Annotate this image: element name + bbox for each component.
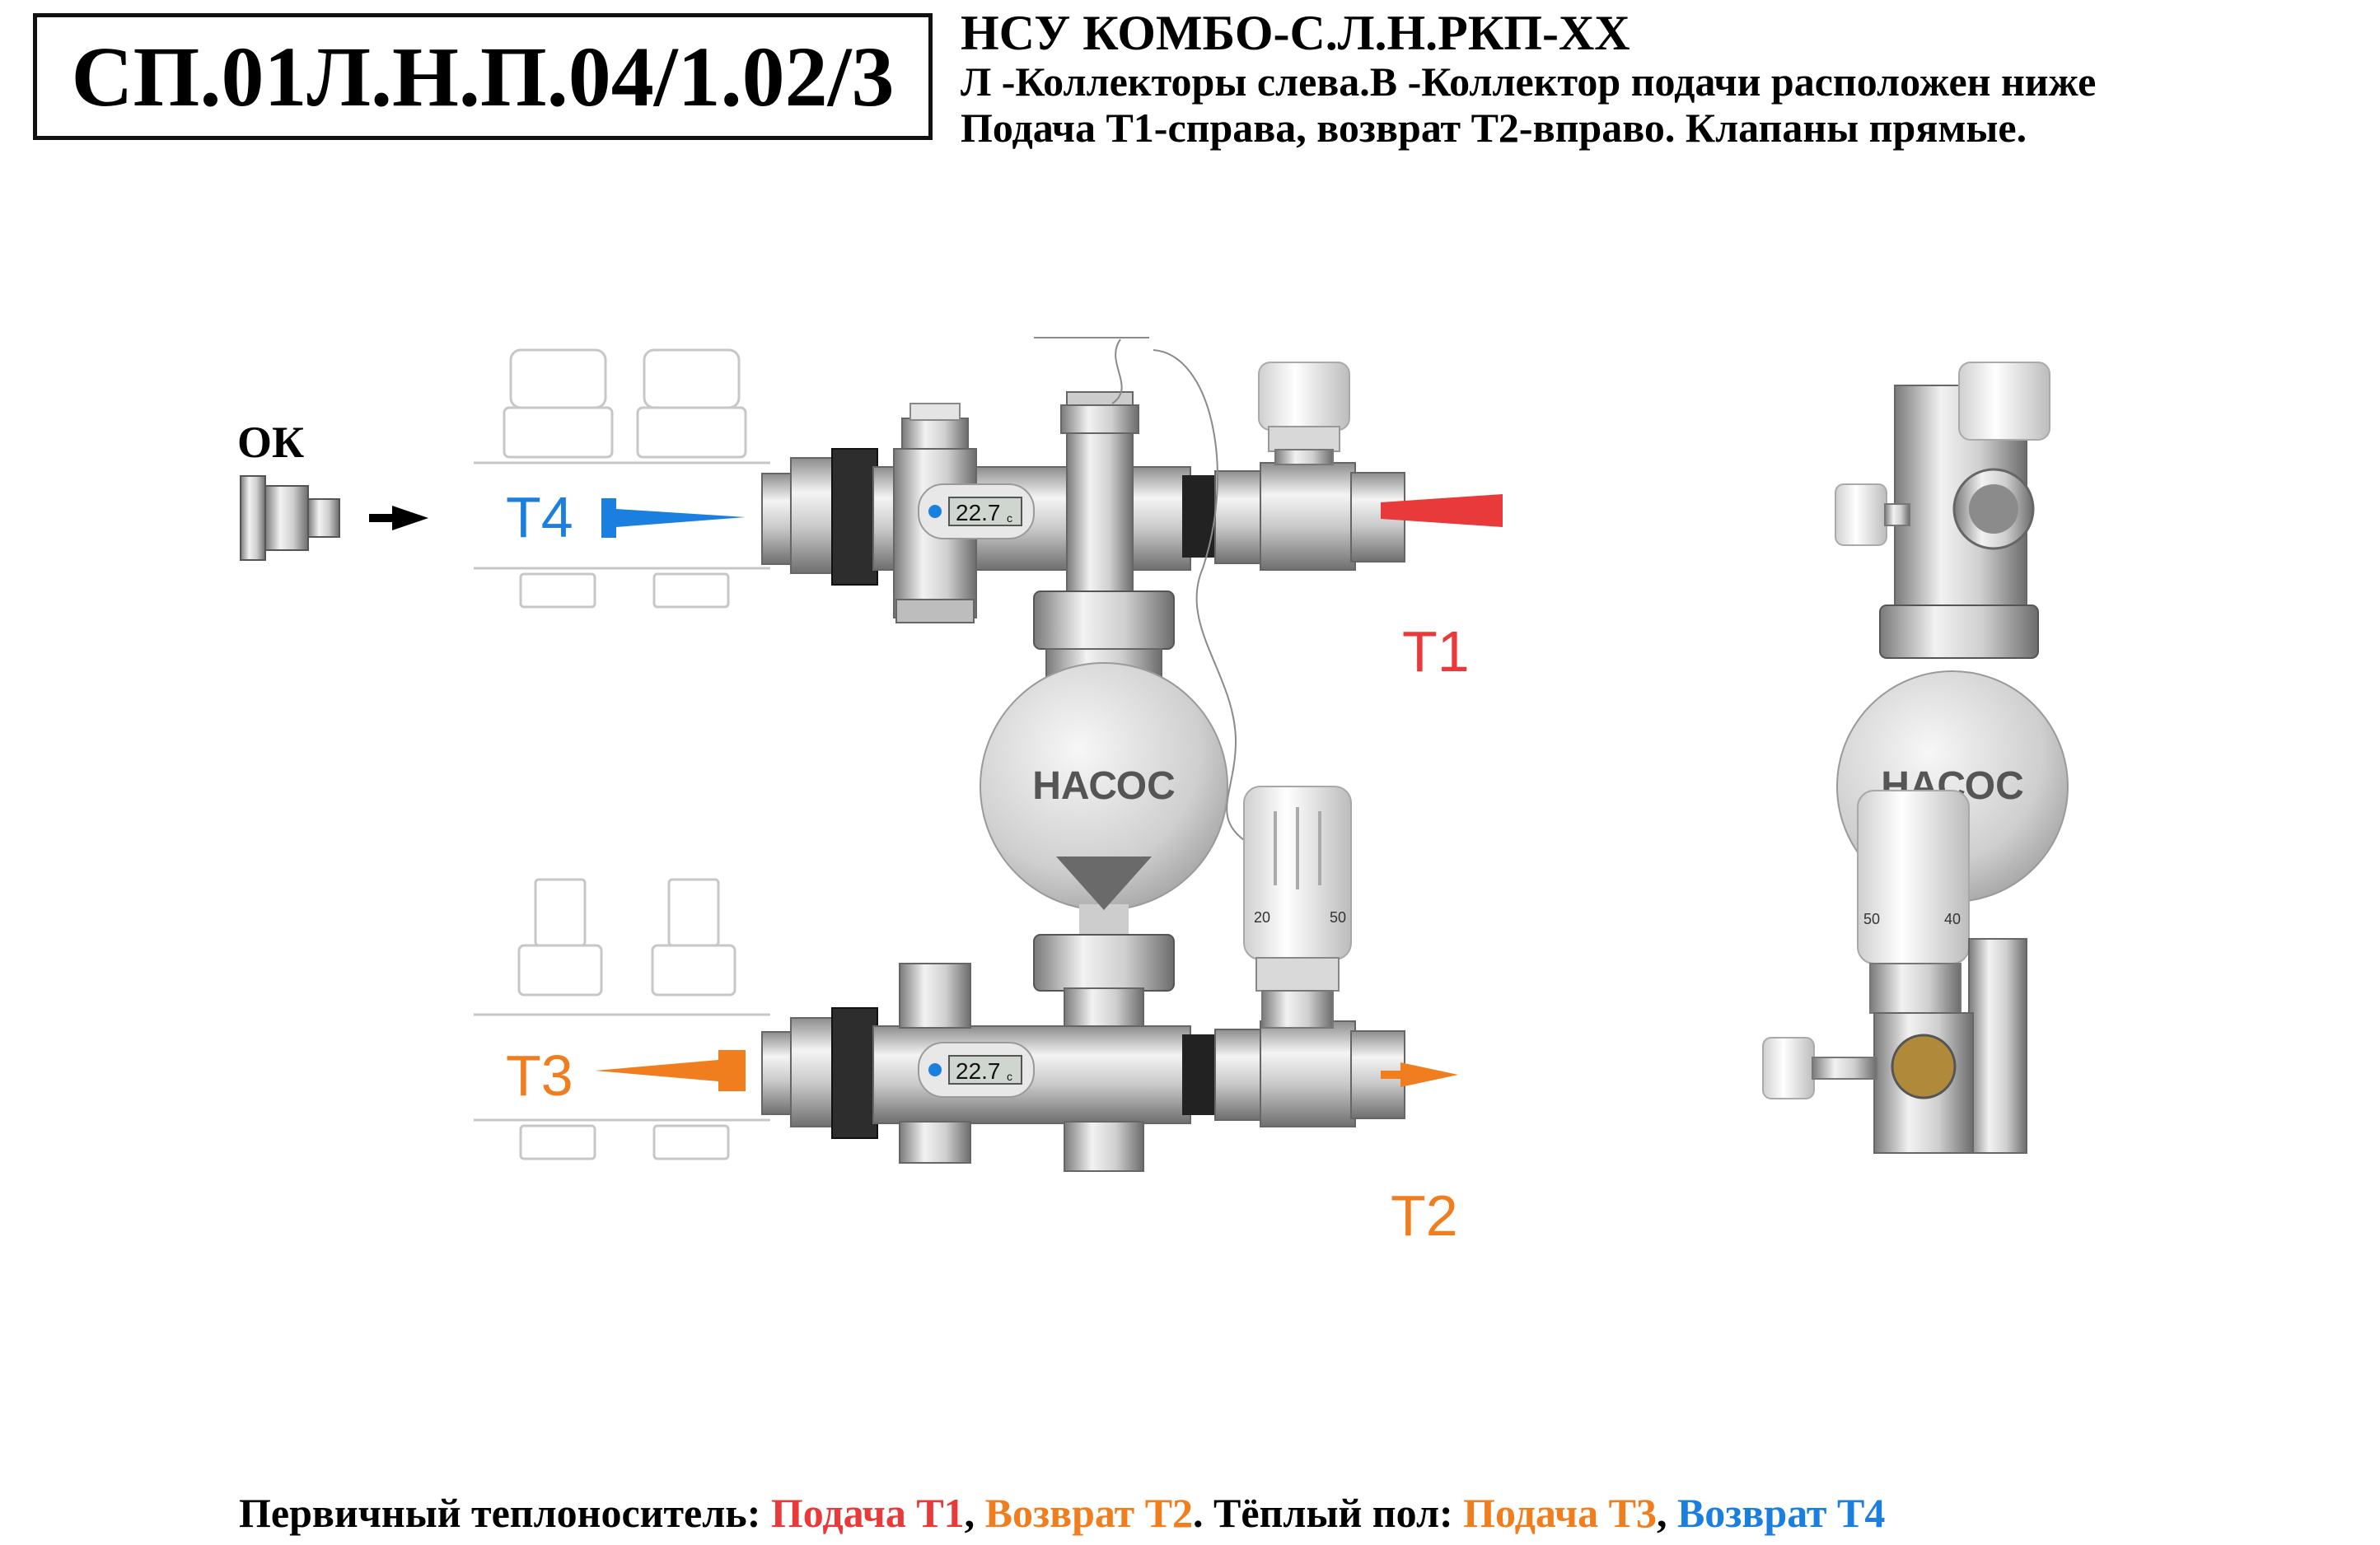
valve-scale-low: 20 — [1254, 909, 1270, 926]
ok-arrow — [369, 506, 428, 530]
t1-arrow — [1381, 494, 1503, 527]
t3-arrow — [595, 1050, 746, 1091]
t2-arrow — [1381, 1062, 1458, 1087]
valve-scale-high: 50 — [1330, 909, 1346, 926]
t4-label: T4 — [506, 485, 573, 549]
thermostatic-head: 20 50 — [1243, 786, 1352, 1029]
footer-supply-t3: Подача Т3 — [1463, 1490, 1657, 1536]
side-view: НАСОС 50 40 — [1762, 362, 2069, 1154]
lower-left-stub — [899, 963, 1144, 1172]
thermometer-lower-reading: 22.7 — [956, 1058, 1001, 1084]
thermometer-upper-unit: c — [1007, 511, 1012, 525]
footer-sep-2: , — [1656, 1490, 1677, 1536]
footer-return-t4: Возврат Т4 — [1676, 1490, 1886, 1536]
footer-supply-t1: Подача Т1 — [770, 1490, 965, 1536]
t2-label: T2 — [1391, 1183, 1458, 1248]
t4-arrow — [601, 498, 746, 538]
upper-middle-body — [1033, 391, 1175, 691]
pump-label: НАСОС — [1032, 764, 1176, 808]
t1-label: T1 — [1402, 619, 1470, 684]
footer-legend: Первичный теплоноситель: Подача Т1, Возв… — [239, 1489, 1885, 1537]
ok-fitting — [240, 475, 340, 561]
footer-mid: . Тёплый пол: — [1193, 1490, 1464, 1536]
pump-direction-arrow — [1056, 857, 1152, 910]
t3-label: T3 — [506, 1043, 573, 1108]
pump: НАСОС — [980, 662, 1228, 937]
return-collector-outline — [474, 878, 770, 1160]
product-title: НСУ КОМБО-С.Л.Н.РКП-XX — [961, 6, 1630, 60]
footer-sep-1: , — [964, 1490, 985, 1536]
side-valve-scale-left: 50 — [1863, 911, 1880, 927]
t1-inlet-valve — [1258, 362, 1350, 465]
drawing-code: СП.01Л.Н.П.04/1.02/3 — [33, 13, 933, 140]
ok-label: ОК — [237, 418, 304, 467]
footer-prefix: Первичный теплоноситель: — [239, 1490, 771, 1536]
side-valve-scale-right: 40 — [1944, 911, 1961, 927]
supply-collector-outline — [474, 348, 770, 609]
thermometer-lower: 22.7 c — [918, 1042, 1035, 1098]
description-line-2: Подача Т1-справа, возврат Т2-вправо. Кла… — [961, 105, 2027, 151]
description-line-1: Л -Коллекторы слева.В -Коллектор подачи … — [961, 58, 2097, 105]
thermometer-lower-unit: c — [1007, 1070, 1012, 1083]
thermometer-upper: 22.7 c — [918, 483, 1035, 539]
sensor-wire-upper — [1034, 337, 1245, 841]
footer-return-t2: Возврат Т2 — [984, 1490, 1194, 1536]
thermometer-upper-reading: 22.7 — [956, 500, 1001, 525]
